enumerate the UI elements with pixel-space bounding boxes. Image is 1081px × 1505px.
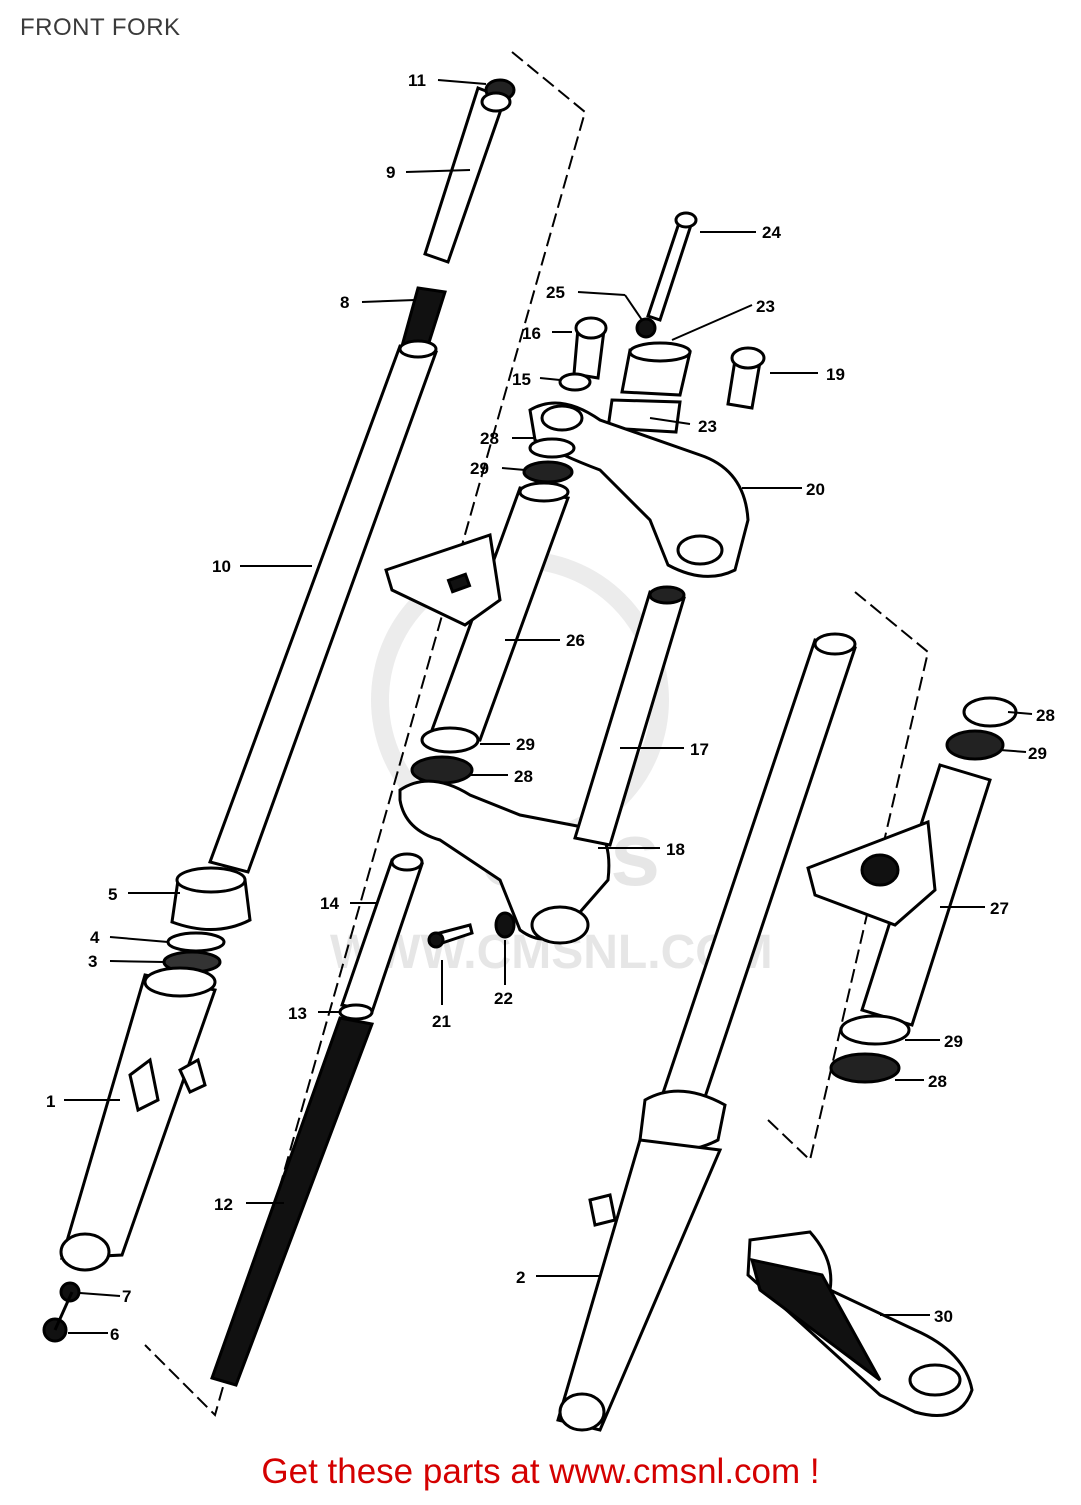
callout-20: 20 [806,480,825,499]
part-29-race-lower [420,726,480,754]
left-fork-assembly [42,78,516,1387]
part-1-axle-boss [59,1232,111,1272]
callout-5: 5 [108,885,117,904]
callout-28-upper: 28 [480,429,499,448]
left-frame [144,51,587,1417]
callout-16: 16 [522,324,541,343]
part-11-cap-ring [480,91,512,113]
part-20-upper-bracket [528,401,750,578]
callout-13: 13 [288,1004,307,1023]
part-10-tube-top [398,339,438,359]
steering-assembly [384,211,766,949]
part-28-bearing-right-bottom [829,1052,901,1084]
part-24-bolt [646,218,694,322]
callout-23-upper: 23 [756,297,775,316]
callout-25: 25 [546,283,565,302]
callout-26: 26 [566,631,585,650]
callout-1: 1 [46,1092,55,1111]
part-13-ring [338,1003,374,1021]
part-28-bearing-upper [528,437,576,459]
part-20-hole-right [676,534,724,566]
callout-29-right-bottom: 29 [944,1032,963,1051]
callout-8: 8 [340,293,349,312]
part-2-axle-boss [558,1392,606,1432]
part-9-rod [423,86,507,264]
part-18-clamp-hole [530,905,590,945]
part-16-bolt-head [574,316,608,340]
part-12-spring [210,1016,375,1387]
part-26-bracket [384,533,502,627]
callout-11: 11 [408,71,426,90]
part-5-seal-top [175,866,247,894]
assembly-frames [144,51,930,1417]
callout-4: 4 [90,928,100,947]
right-frame [767,591,930,1162]
part-20-hole-left [540,404,584,432]
callout-14: 14 [320,894,339,913]
part-2-lug [588,1193,617,1227]
part-1-outer-tube [59,973,217,1260]
callout-9: 9 [386,163,395,182]
part-28-bearing-lower [410,755,474,785]
part-1-lug [128,1057,160,1113]
part-29-race-right-top [945,729,1005,761]
part-30-hole [908,1363,962,1397]
part-25-nut [635,317,657,339]
callout-24: 24 [762,223,781,242]
page-title: FRONT FORK [20,14,181,41]
callout-27: 27 [990,899,1009,918]
callout-21: 21 [432,1012,451,1031]
part-19-bolt-head [730,346,766,370]
part-26-slot [446,572,472,594]
callout-12: 12 [214,1195,233,1214]
part-2-tube-top [813,632,857,656]
part-15-washer [558,372,592,392]
part-1-lug-2 [178,1057,207,1094]
callout-29-lower: 29 [516,735,535,754]
callout-6: 6 [110,1325,119,1344]
callout-29-upper: 29 [470,459,489,478]
part-30-grille [749,1258,882,1382]
callout-17: 17 [690,740,709,759]
leader-lines [64,79,1033,1334]
callout-labels: 11 9 8 10 5 4 3 1 7 6 24 25 23 16 19 15 … [46,71,1055,1344]
callout-28-right-top: 28 [1036,706,1055,725]
part-18-lower-bracket [398,779,611,941]
part-23-lower-clamp [606,398,682,434]
callout-3: 3 [88,952,97,971]
callout-29-right-top: 29 [1028,744,1047,763]
part-21-screw-head [427,931,445,949]
part-6-bolt-shank [53,1291,74,1331]
callout-28-right-bottom: 28 [928,1072,947,1091]
callout-19: 19 [826,365,845,384]
part-2-outer-tube [556,1138,723,1432]
footer-link[interactable]: Get these parts at www.cmsnl.com ! [261,1452,820,1491]
part-7-washer [59,1281,81,1303]
callout-2: 2 [516,1268,525,1287]
callout-15: 15 [512,370,531,389]
part-14-tube-top [390,852,424,872]
part-27-hole [860,853,900,887]
part-4-ring [166,931,226,953]
callout-28-lower: 28 [514,767,533,786]
callout-23-lower: 23 [698,417,717,436]
part-22-nut [494,911,516,939]
part-23-clamp-top [628,341,692,363]
part-29-race-right-bottom [839,1014,911,1046]
part-24-bolt-head [674,211,698,229]
right-fork-assembly [556,632,1018,1432]
part-17-stem-top [648,585,686,605]
callout-18: 18 [666,840,685,859]
callout-30: 30 [934,1307,953,1326]
callout-22: 22 [494,989,513,1008]
part-26-tube-top [518,481,570,503]
callout-7: 7 [122,1287,131,1306]
part-29-race-upper [522,460,574,484]
callout-10: 10 [212,557,231,576]
part-1-tube-top [143,966,217,998]
